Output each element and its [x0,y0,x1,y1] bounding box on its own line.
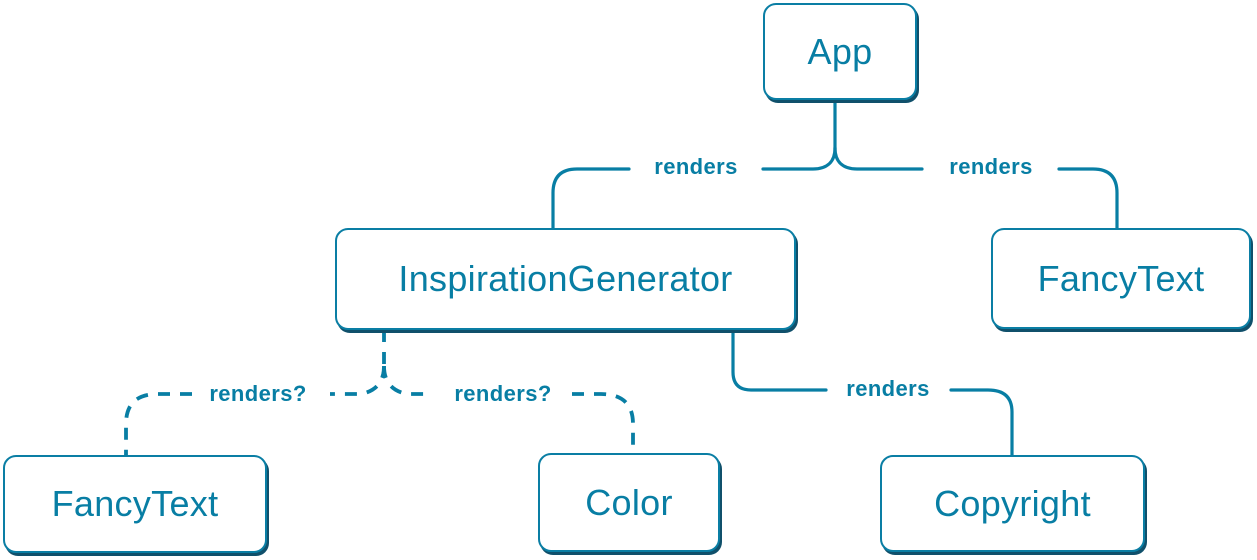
edge-label-app-inspirationgenerator: renders [654,154,738,179]
edge-label-inspirationgenerator-fancytext: renders? [209,381,307,406]
edge-app-inspirationgenerator-a [761,146,837,171]
node-fancy-text-bottom: FancyText [3,455,267,553]
edge-label-app-fancytext: renders [949,154,1033,179]
edge-inspirationgenerator-copyright-a [731,328,828,392]
edge-app-inspirationgenerator-b [551,167,631,230]
edge-label-inspirationgenerator-color: renders? [454,381,552,406]
node-inspiration-generator: InspirationGenerator [335,228,796,330]
node-color: Color [538,453,720,552]
edge-label-inspirationgenerator-copyright: renders [846,376,930,401]
edge-inspirationgenerator-copyright-b [949,388,1014,457]
edge-inspirationgenerator-color-a [382,365,433,396]
edge-inspirationgenerator-fancytext-a [330,365,386,396]
edge-app-fancytext-a [833,146,924,171]
edge-app-fancytext-b [1057,167,1119,230]
edge-inspirationgenerator-fancytext-b [124,392,192,455]
node-fancy-text-top: FancyText [991,228,1251,329]
node-copyright: Copyright [880,455,1145,552]
node-app: App [763,3,917,100]
edge-inspirationgenerator-color-b [572,392,635,453]
